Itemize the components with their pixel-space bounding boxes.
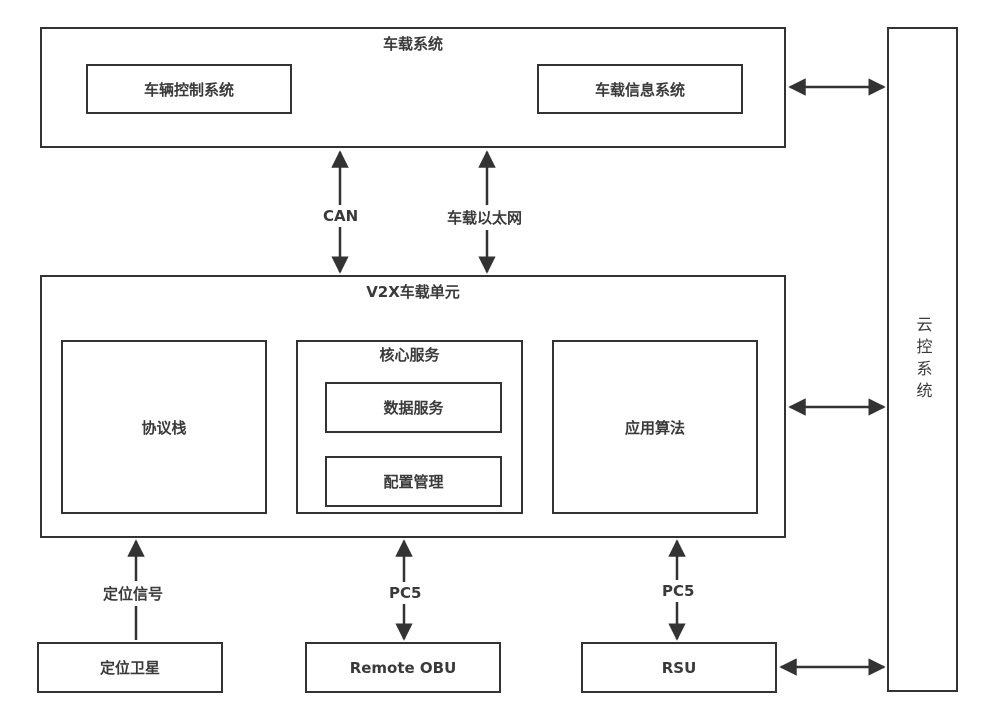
pc5-rsu-label: PC5 [659,580,698,602]
vehicle-system-box: 车载系统 车辆控制系统 车载信息系统 [40,27,786,148]
data-service-label: 数据服务 [383,399,444,417]
core-services-title: 核心服务 [379,346,440,364]
positioning-satellite-box: 定位卫星 [37,642,223,693]
core-services-box: 核心服务 数据服务 配置管理 [296,340,523,514]
app-algorithm-box: 应用算法 [552,340,758,514]
protocol-stack-label: 协议栈 [141,418,187,437]
app-algorithm-label: 应用算法 [624,418,685,437]
data-service-box: 数据服务 [325,382,502,433]
positioning-satellite-label: 定位卫星 [99,659,160,677]
vehicle-system-title: 车载系统 [382,35,443,53]
v2x-unit-box: V2X车载单元 协议栈 核心服务 数据服务 配置管理 应用算法 [40,275,786,538]
remote-obu-label: Remote OBU [349,658,457,677]
v2x-unit-title: V2X车载单元 [366,283,460,301]
cloud-control-system-box: 云控系统 [887,27,958,692]
config-management-label: 配置管理 [383,473,444,491]
vehicle-control-system-box: 车辆控制系统 [86,64,292,114]
positioning-signal-label: 定位信号 [100,581,167,606]
vehicle-info-system-box: 车载信息系统 [537,64,743,114]
cloud-control-system-label: 云控系统 [913,315,933,404]
vehicle-control-system-label: 车辆控制系统 [143,80,234,99]
vehicle-info-system-label: 车载信息系统 [594,80,685,99]
pc5-obu-label: PC5 [386,582,425,604]
protocol-stack-box: 协议栈 [61,340,267,514]
can-link-label: CAN [320,205,362,227]
config-management-box: 配置管理 [325,456,502,507]
rsu-label: RSU [661,658,697,677]
ethernet-link-label: 车载以太网 [444,205,526,230]
rsu-box: RSU [581,642,777,693]
remote-obu-box: Remote OBU [305,642,501,693]
